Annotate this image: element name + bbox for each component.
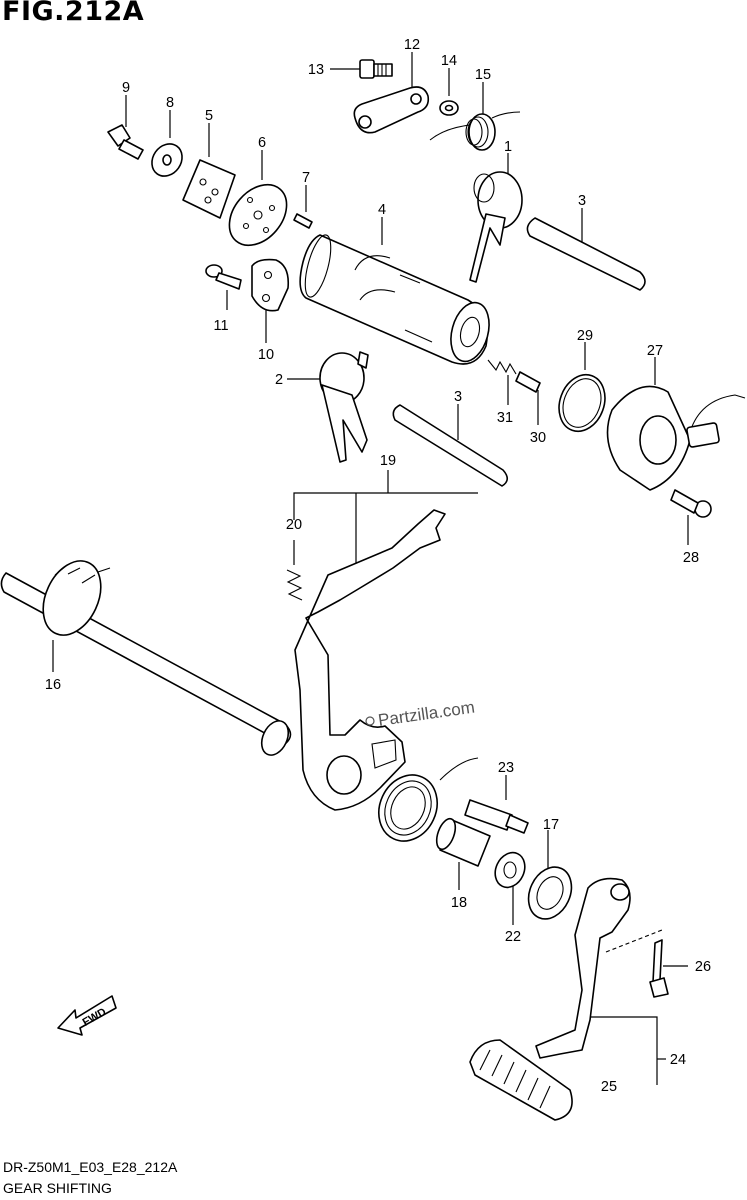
- callout-27: 27: [647, 343, 663, 359]
- part-12-lever: [353, 86, 430, 134]
- fwd-label: FWD: [81, 1006, 109, 1029]
- part-13-bolt: [359, 59, 393, 79]
- callout-26: 26: [695, 959, 711, 975]
- callout-16: 16: [45, 677, 61, 693]
- part-31-spring: [487, 359, 517, 375]
- part-28-bolt: [670, 489, 712, 518]
- part-8-washer: [151, 143, 183, 177]
- return-spring: [378, 757, 479, 842]
- part-24-gearshift-lever: [535, 877, 631, 1059]
- callout-23: 23: [498, 760, 514, 776]
- callout-7: 7: [302, 170, 310, 186]
- callout-9: 9: [122, 80, 130, 96]
- callout-6: 6: [258, 135, 266, 151]
- callout-1: 1: [504, 139, 512, 155]
- part-26-bolt: [649, 939, 669, 998]
- part-29-o-ring: [558, 373, 606, 433]
- part-2-shift-fork: [319, 351, 369, 463]
- part-15-spring: [429, 111, 521, 151]
- callout-30: 30: [530, 430, 546, 446]
- callout-22: 22: [505, 929, 521, 945]
- part-25-rubber: [469, 1039, 573, 1121]
- part-3-shaft-lower: [392, 404, 509, 487]
- part-3-shaft-upper: [526, 217, 646, 291]
- part-10-stopper: [251, 258, 290, 312]
- callout-10: 10: [258, 347, 274, 363]
- callout-3-lower: 3: [454, 389, 462, 405]
- callout-11: 11: [213, 318, 228, 334]
- callout-29: 29: [577, 328, 593, 344]
- callout-25: 25: [601, 1079, 617, 1095]
- part-7-pin: [293, 213, 313, 229]
- leader-lines: [52, 52, 689, 1085]
- section-name: GEAR SHIFTING: [3, 1180, 112, 1196]
- part-4-shift-cam: [299, 234, 490, 365]
- watermark-text: Partzilla.com: [377, 698, 476, 730]
- callout-20: 20: [286, 517, 302, 533]
- callout-17: 17: [543, 817, 559, 833]
- callout-14: 14: [441, 53, 457, 69]
- watermark: Partzilla.com: [365, 698, 476, 730]
- callout-31: 31: [497, 410, 513, 426]
- callout-13: 13: [308, 62, 324, 78]
- callout-4: 4: [378, 202, 386, 218]
- callout-3-upper: 3: [578, 193, 586, 209]
- part-9-bolt: [107, 124, 144, 160]
- callout-5: 5: [205, 108, 213, 124]
- callout-18: 18: [451, 895, 467, 911]
- part-30-pin: [515, 371, 541, 393]
- callout-8: 8: [166, 95, 174, 111]
- callout-19: 19: [380, 453, 396, 469]
- callout-labels: 1 2 3 3 4 5 6 7 8 9 10 11 12 13 14 15 16…: [45, 37, 711, 1095]
- part-5-plate: [182, 159, 236, 219]
- part-19-gearshift-arm: [294, 509, 446, 811]
- part-11-screw: [205, 264, 242, 290]
- figure-title: FIG.212A: [2, 0, 145, 27]
- part-27-gear-position-switch: [606, 385, 746, 491]
- part-23-pin: [464, 799, 529, 834]
- part-22-washer: [494, 851, 526, 889]
- part-6-cam-plate: [228, 183, 288, 247]
- callout-2: 2: [275, 372, 283, 388]
- callout-12: 12: [404, 37, 420, 53]
- callout-15: 15: [475, 67, 491, 83]
- callout-24: 24: [670, 1052, 686, 1068]
- part-16-gearshift-shaft: [0, 560, 292, 756]
- part-14-washer: [439, 100, 459, 116]
- part-20-spring: [286, 569, 303, 601]
- fwd-direction-arrow: FWD: [57, 995, 117, 1036]
- callout-28: 28: [683, 550, 699, 566]
- part-1-shift-fork: [469, 171, 523, 283]
- part-17-oil-seal: [527, 866, 573, 920]
- part-18-collar: [435, 817, 491, 867]
- diagram-code: DR-Z50M1_E03_E28_212A: [3, 1159, 178, 1175]
